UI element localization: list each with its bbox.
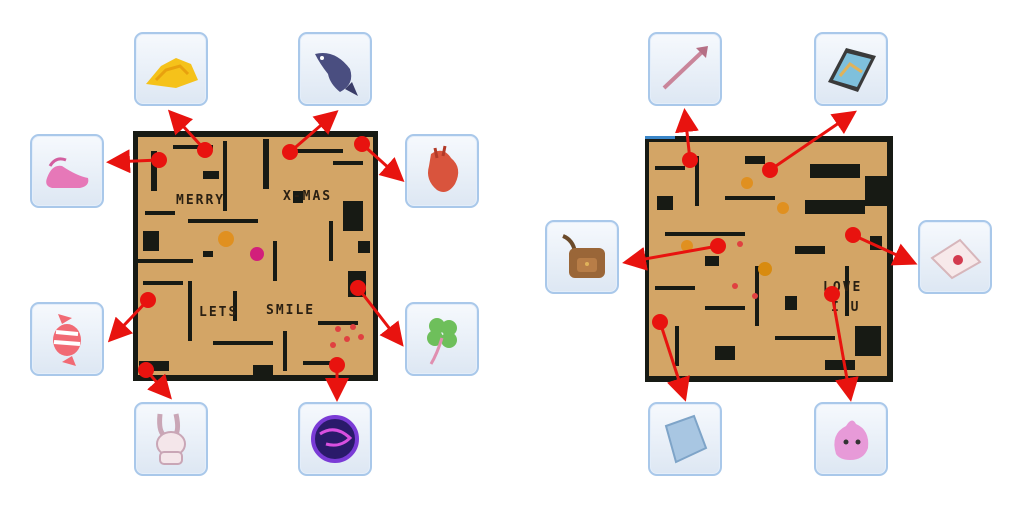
item-slot-backpack[interactable] [545, 220, 619, 294]
item-slot-fish[interactable] [298, 32, 372, 106]
right-map: LOVE I U [645, 136, 893, 382]
label-iu: I U [831, 300, 861, 315]
item-slot-map-picture[interactable] [814, 32, 888, 106]
item-slot-plush-bunny[interactable] [134, 402, 208, 476]
dark-orb-icon [311, 415, 359, 463]
pink-shoe-icon [46, 157, 89, 188]
pink-blob-icon [834, 420, 869, 460]
left-map-walls [133, 131, 378, 381]
envelope-icon [930, 238, 982, 280]
backpack-icon [562, 234, 605, 278]
left-map: MERRY X-MAS LETS SMILE [133, 131, 378, 381]
clover-icon [427, 318, 457, 365]
label-love: LOVE [823, 280, 863, 295]
cheese-icon [146, 58, 198, 88]
label-smile: SMILE [266, 303, 316, 318]
item-slot-candy[interactable] [30, 302, 104, 376]
heart-organ-icon [428, 145, 459, 192]
item-slot-heart-organ[interactable] [405, 134, 479, 208]
item-slot-envelope[interactable] [918, 220, 992, 294]
map-picture-icon [828, 48, 876, 92]
item-slot-clover[interactable] [405, 302, 479, 376]
pillow-icon [664, 414, 708, 464]
label-xmas: X-MAS [283, 189, 333, 204]
label-merry: MERRY [176, 193, 226, 208]
right-map-walls [645, 136, 893, 382]
plush-bunny-icon [156, 413, 186, 465]
item-slot-dark-orb[interactable] [298, 402, 372, 476]
item-slot-pink-shoe[interactable] [30, 134, 104, 208]
label-lets: LETS [199, 305, 239, 320]
item-slot-cheese[interactable] [134, 32, 208, 106]
fish-icon [315, 53, 358, 96]
item-slot-pillow[interactable] [648, 402, 722, 476]
candy-icon [53, 314, 81, 366]
item-slot-pink-blob[interactable] [814, 402, 888, 476]
arrow-wand-icon [662, 46, 708, 90]
item-slot-arrow-wand[interactable] [648, 32, 722, 106]
